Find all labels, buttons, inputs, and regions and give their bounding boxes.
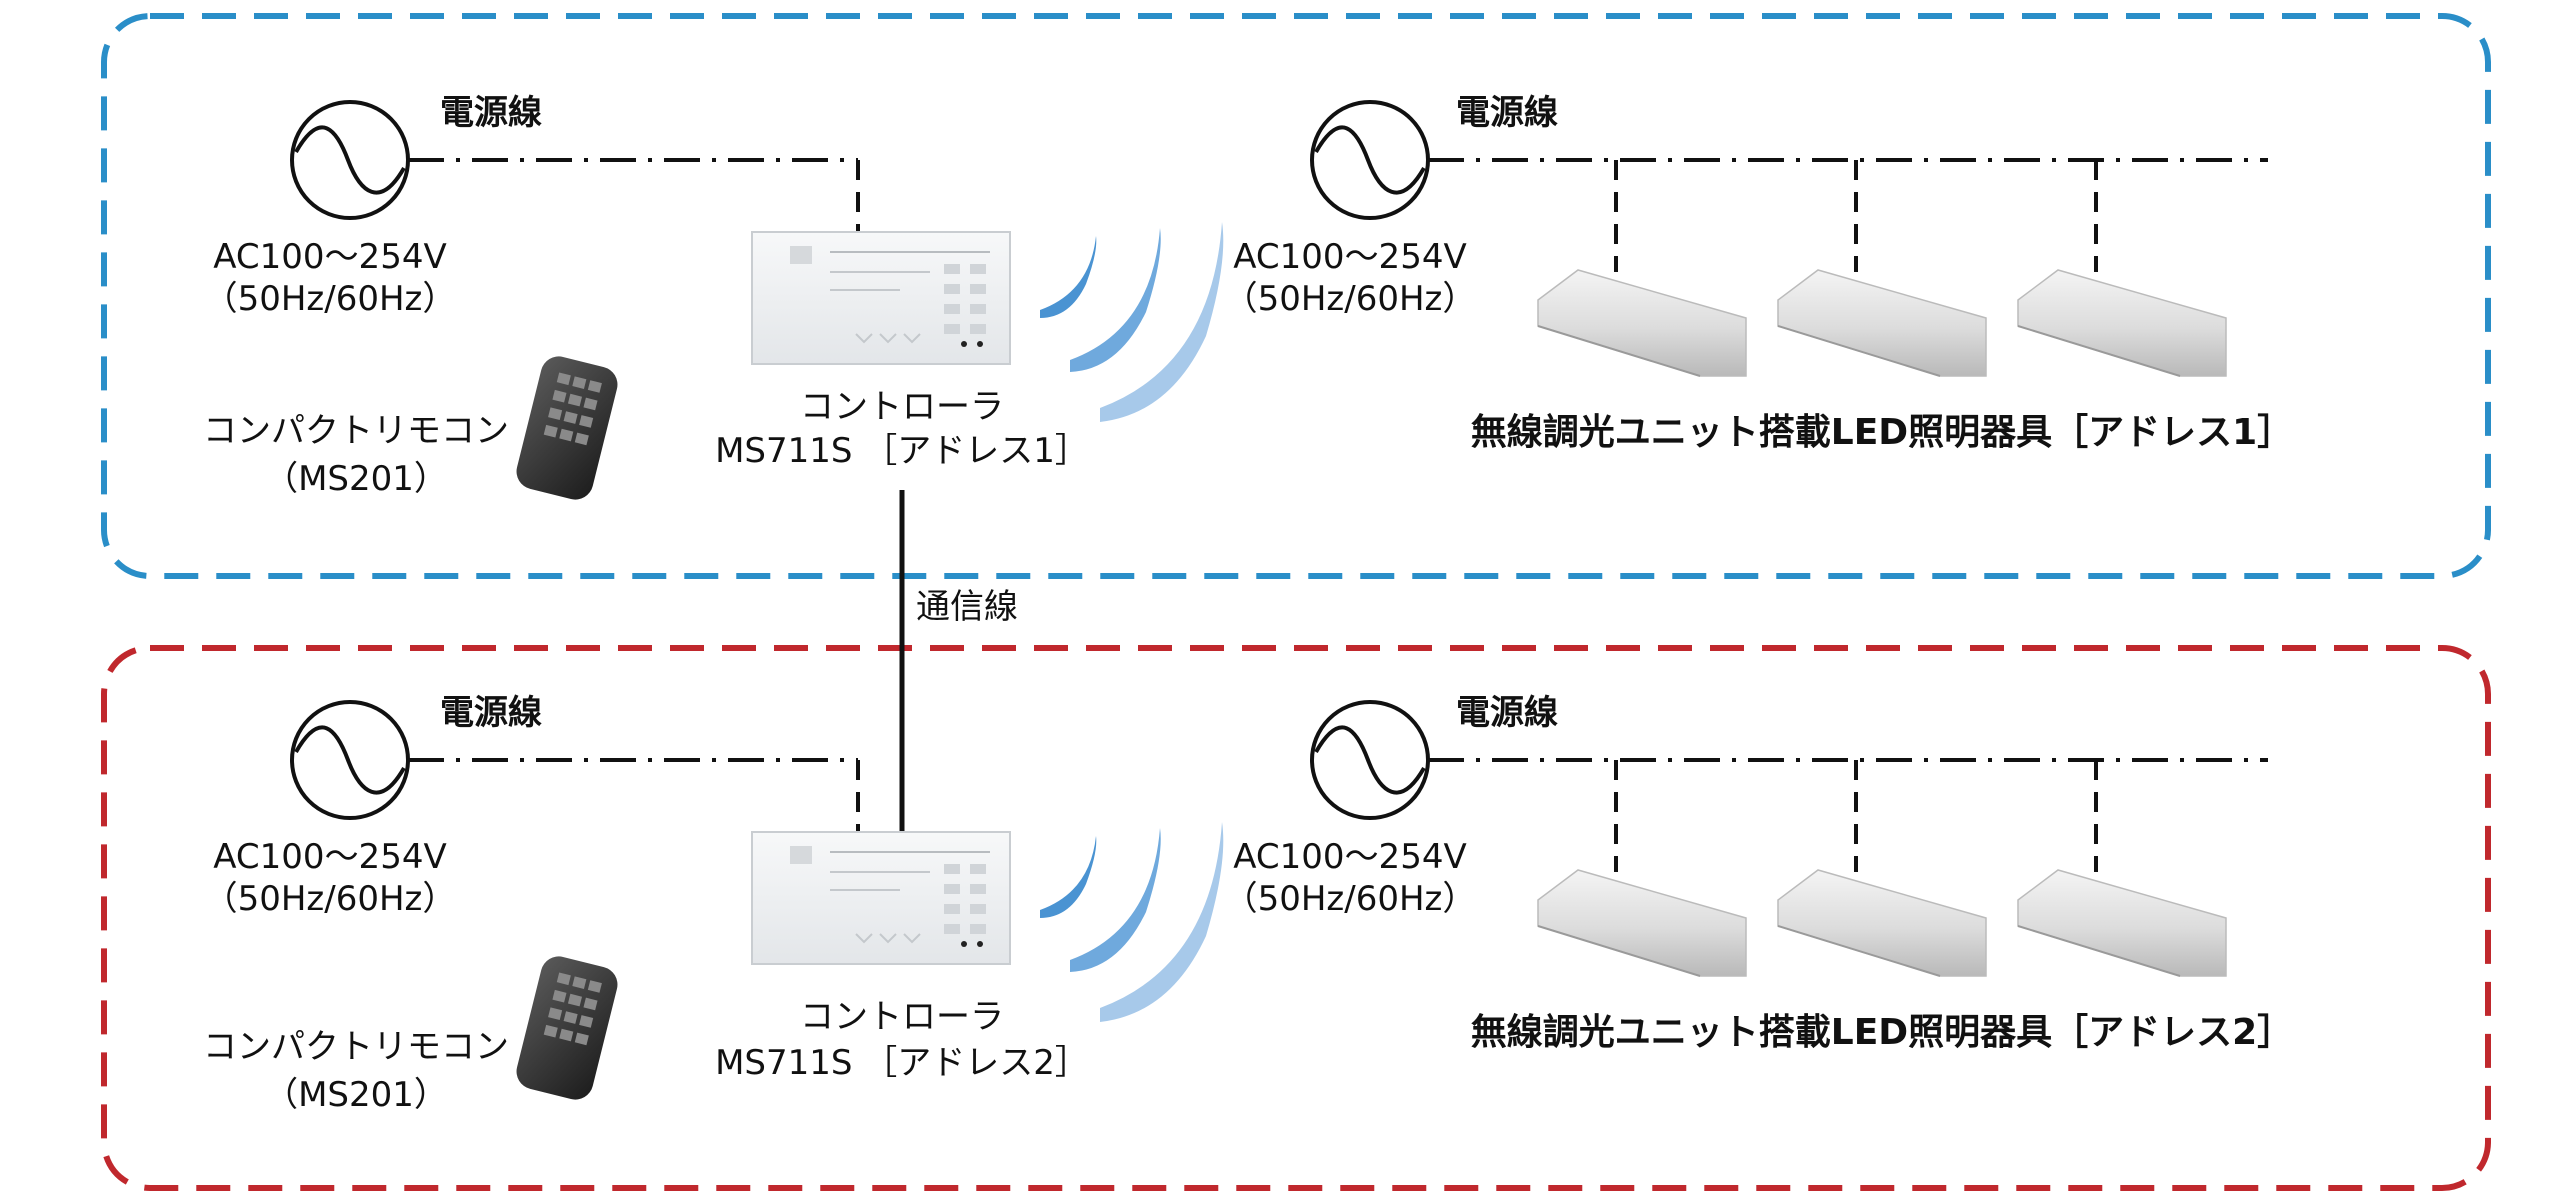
group-1: 電源線 AC100〜254V （50Hz/60Hz） コンパクトリモコン （MS… [203, 93, 2293, 506]
voltage-label: AC100〜254V [1233, 237, 1466, 277]
communication-line-label: 通信線 [916, 587, 1018, 627]
fixtures-label: 無線調光ユニット搭載LED照明器具［アドレス1］ [1471, 412, 2293, 453]
controller-name: コントローラ [800, 387, 1004, 427]
frequency-label: （50Hz/60Hz） [204, 279, 457, 319]
remote-name: コンパクトリモコン [203, 1027, 509, 1067]
remote-name: コンパクトリモコン [203, 411, 509, 451]
group-1-boundary [101, 13, 2491, 579]
group-2-boundary [101, 645, 2491, 1191]
fixtures-label: 無線調光ユニット搭載LED照明器具［アドレス2］ [1471, 1012, 2293, 1053]
power-line-label: 電源線 [1456, 93, 1558, 133]
group-2: 電源線 AC100〜254V （50Hz/60Hz） コンパクトリモコン （MS… [203, 693, 2293, 1115]
controller-name: コントローラ [800, 997, 1004, 1037]
controller-model: MS711S ［アドレス2］ [715, 1043, 1089, 1083]
controller-model: MS711S ［アドレス1］ [715, 431, 1089, 471]
voltage-label: AC100〜254V [213, 837, 446, 877]
frequency-label: （50Hz/60Hz） [204, 879, 457, 919]
frequency-label: （50Hz/60Hz） [1224, 279, 1477, 319]
power-line-label: 電源線 [1456, 693, 1558, 733]
voltage-label: AC100〜254V [213, 237, 446, 277]
power-line-label: 電源線 [440, 693, 542, 733]
power-line-label: 電源線 [440, 93, 542, 133]
remote-model: （MS201） [264, 459, 448, 499]
frequency-label: （50Hz/60Hz） [1224, 879, 1477, 919]
voltage-label: AC100〜254V [1233, 837, 1466, 877]
remote-model: （MS201） [264, 1075, 448, 1115]
